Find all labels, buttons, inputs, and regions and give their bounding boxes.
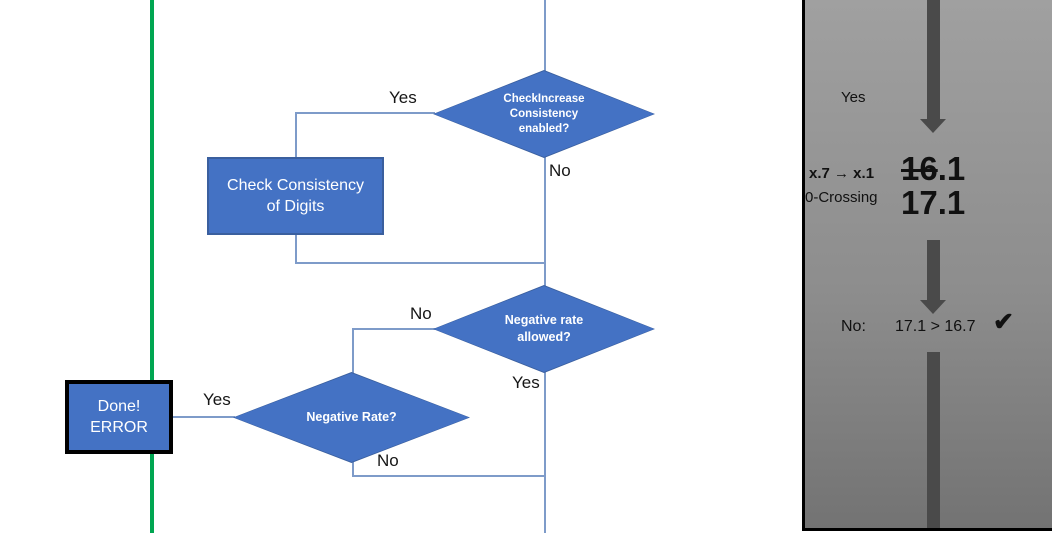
decision-negative-rate: Negative Rate? [233, 372, 470, 463]
connector-d3-bottom-hline [352, 475, 545, 477]
decision-line: enabled? [518, 122, 570, 135]
decision-negative-rate-body: Negative Rate? [234, 373, 469, 462]
connector-d3-bottom-vline [352, 461, 354, 477]
old-value: 16.1 [901, 152, 965, 186]
down-arrow-tail-icon [927, 352, 940, 528]
decision-check-increase-consistency: CheckIncrease Consistency enabled? [433, 70, 655, 158]
comparison-expression: 17.1 > 16.7 [895, 318, 976, 335]
connector-d2-left-vline [352, 328, 354, 374]
process-line: Check Consistency [227, 177, 364, 194]
branch-label-no-d3: No [377, 451, 399, 470]
branch-label-yes-d2: Yes [512, 373, 540, 392]
panel-old-new-values: 16.1 17.1 [901, 152, 965, 220]
process-line: of Digits [266, 198, 325, 215]
branch-label-yes-d3: Yes [203, 390, 231, 409]
connector-d1-left-hline [295, 112, 435, 114]
connector-d3-left-hline [172, 416, 235, 418]
branch-label-no-d2: No [410, 304, 432, 323]
decision-line: Consistency [509, 107, 579, 120]
decision-negative-rate-allowed-body: Negative rate allowed? [434, 286, 654, 372]
connector-rect-bottom-vline [295, 234, 297, 264]
terminal-line: Done! [97, 398, 141, 415]
main-flow-vline [544, 0, 546, 533]
checkmark-icon: ✔ [993, 308, 1014, 336]
comparison-no-label: No: [841, 318, 866, 335]
panel-yes-label: Yes [841, 89, 866, 106]
down-arrow-icon [927, 0, 940, 119]
down-arrow-head-icon [920, 300, 946, 314]
down-arrow-icon [927, 240, 940, 300]
terminal-done-error: Done! ERROR [65, 380, 173, 454]
process-check-consistency-of-digits: Check Consistency of Digits [207, 157, 384, 235]
connector-rect-bottom-hline [295, 262, 545, 264]
branch-label-no-d1: No [549, 161, 571, 180]
panel-annotation-line2: 0-Crossing [805, 189, 878, 206]
decision-line: Negative rate [504, 313, 584, 327]
down-arrow-head-icon [920, 119, 946, 133]
connector-d1-left-vline [295, 112, 297, 158]
decision-line: allowed? [517, 330, 571, 344]
decision-line: CheckIncrease [503, 92, 585, 105]
new-value: 17.1 [901, 184, 966, 221]
decision-line: Negative Rate? [306, 410, 397, 424]
terminal-line: ERROR [90, 419, 148, 436]
branch-label-yes-d1: Yes [389, 88, 417, 107]
decision-negative-rate-allowed: Negative rate allowed? [433, 285, 655, 373]
decision-check-increase-consistency-body: CheckIncrease Consistency enabled? [434, 71, 654, 157]
old-value-struck: 16 [901, 150, 938, 187]
panel-annotation-line1: x.7 → x.1 [809, 165, 875, 182]
green-divider-line [150, 0, 154, 533]
connector-d2-left-hline [352, 328, 437, 330]
old-value-rest: .1 [937, 150, 966, 187]
example-side-panel: Yes x.7 → x.1 0-Crossing 16.1 17.1 No: 1… [802, 0, 1052, 531]
